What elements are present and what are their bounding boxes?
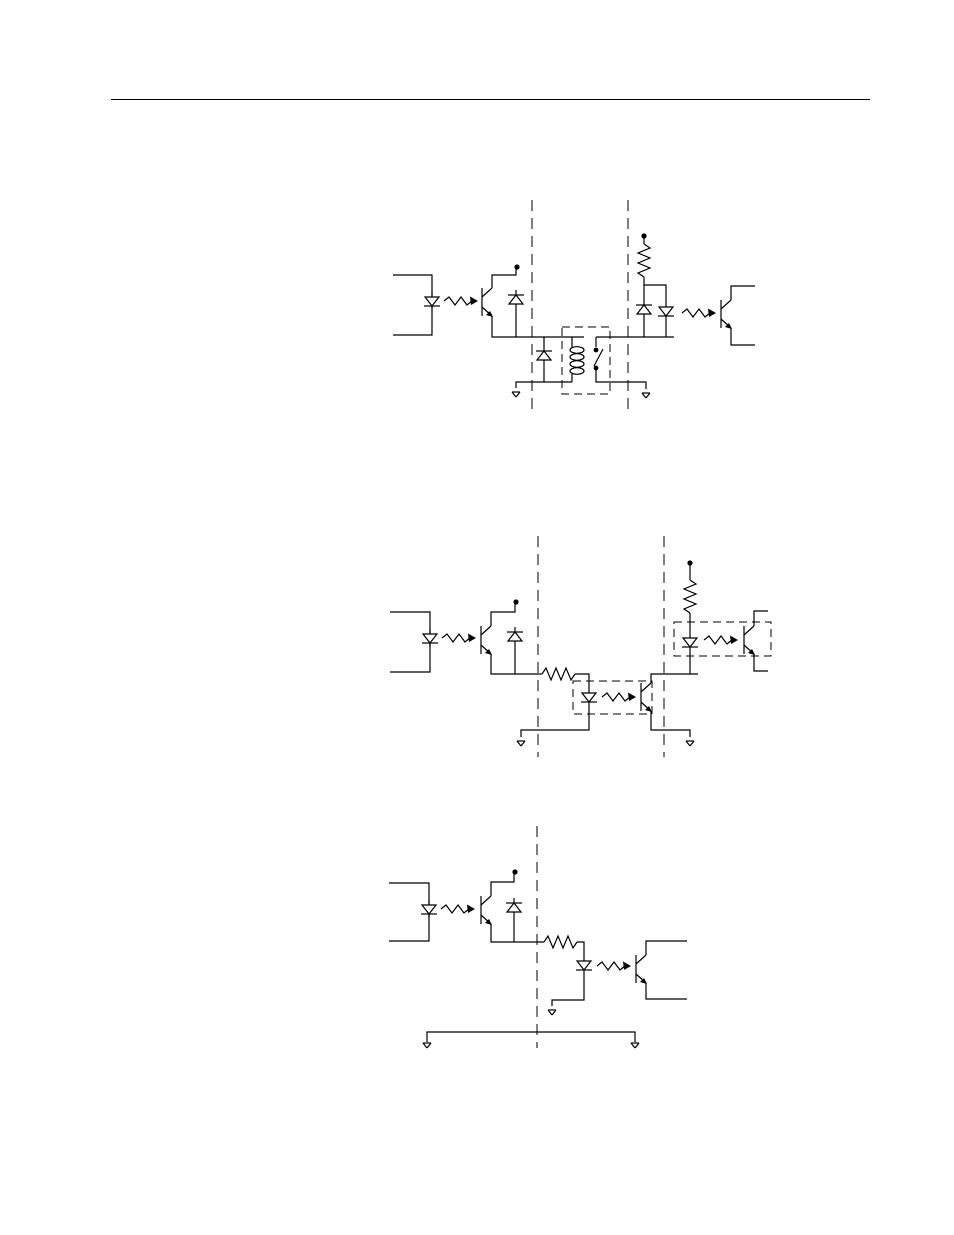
- pull-up-resistor-icon: [638, 244, 650, 277]
- diagram-relay-interface: [393, 200, 755, 414]
- clamp-diode-icon: [506, 898, 522, 916]
- series-resistor-icon: [544, 936, 577, 948]
- diagram-direct-interface: [389, 826, 687, 1048]
- diagram-optocoupler-interface: [390, 536, 771, 757]
- ground-icon: [686, 741, 694, 746]
- ground-icon: [642, 393, 650, 398]
- flyback-diode-icon: [536, 346, 552, 364]
- input-led-icon: [422, 629, 438, 647]
- supply-node-icon: [513, 599, 518, 604]
- ground-icon: [512, 392, 520, 397]
- output-led-icon: [576, 956, 592, 974]
- relay-coil-icon: [570, 347, 584, 375]
- input-phototransistor-icon: [482, 288, 493, 317]
- series-resistor-icon: [542, 668, 575, 680]
- light-emission-icon: [442, 634, 476, 643]
- light-emission-icon: [444, 297, 478, 306]
- ground-icon: [548, 1010, 556, 1015]
- optocoupler-led-icon: [581, 688, 597, 706]
- clamp-diode-icon: [507, 627, 523, 645]
- clamp-diode-icon: [508, 290, 524, 308]
- output-phototransistor-icon: [744, 626, 755, 655]
- output-led-icon: [682, 633, 698, 651]
- ground-icon: [631, 1043, 639, 1048]
- light-emission-icon: [602, 693, 636, 702]
- light-emission-icon: [704, 636, 738, 645]
- clamp-diode-icon: [636, 300, 652, 318]
- optocoupler-transistor-icon: [641, 683, 652, 712]
- output-phototransistor-icon: [636, 955, 647, 984]
- input-phototransistor-icon: [481, 896, 492, 925]
- input-phototransistor-icon: [481, 626, 492, 655]
- light-emission-icon: [682, 309, 716, 318]
- light-emission-icon: [597, 962, 631, 971]
- output-led-icon: [658, 302, 674, 320]
- light-emission-icon: [441, 905, 475, 914]
- supply-node-icon: [512, 869, 517, 874]
- input-led-icon: [421, 900, 437, 918]
- supply-node-icon: [514, 264, 519, 269]
- ground-icon: [423, 1043, 431, 1048]
- ground-icon: [517, 741, 525, 746]
- input-led-icon: [424, 292, 440, 310]
- relay-contact-icon: [594, 337, 646, 389]
- pull-up-resistor-icon: [684, 580, 696, 613]
- output-phototransistor-icon: [721, 300, 732, 329]
- common-ground-bus: [427, 1032, 635, 1042]
